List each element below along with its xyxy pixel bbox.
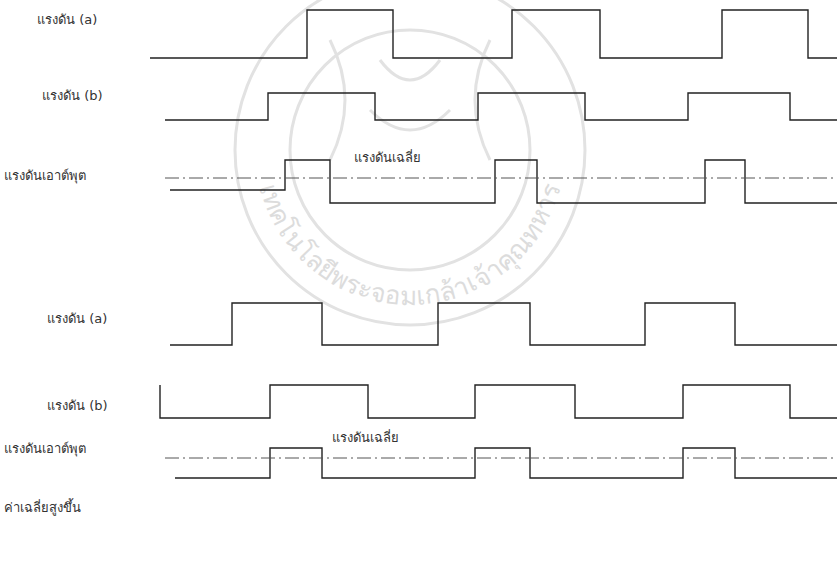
seal-outline (235, 0, 585, 325)
signal-label: แรงดันเอาต์พุต (2, 441, 88, 457)
wave-b-top (165, 93, 837, 120)
wave-b-bottom (160, 385, 837, 418)
signal-label: แรงดัน (a) (35, 12, 99, 28)
average-label: แรงดันเฉลี่ย (330, 430, 401, 446)
wave-a-top (150, 10, 837, 58)
wave-out-top (170, 160, 837, 203)
average-line-top (165, 178, 837, 179)
note-label: ค่าเฉลี่ยสูงขึ้น (2, 500, 83, 516)
watermark-text: เทคโนโลยีพระจอมเกล้าเจ้าคุณทหาร (254, 180, 567, 311)
wave-a-bottom (170, 303, 837, 345)
signal-label: แรงดัน (b) (40, 88, 105, 104)
average-label: แรงดันเฉลี่ย (352, 150, 423, 166)
signal-label: แรงดันเอาต์พุต (2, 168, 88, 184)
signal-label: แรงดัน (b) (45, 398, 110, 414)
average-line-bottom (165, 458, 837, 459)
wave-out-bottom (175, 448, 837, 478)
signal-label: แรงดัน (a) (45, 311, 109, 327)
